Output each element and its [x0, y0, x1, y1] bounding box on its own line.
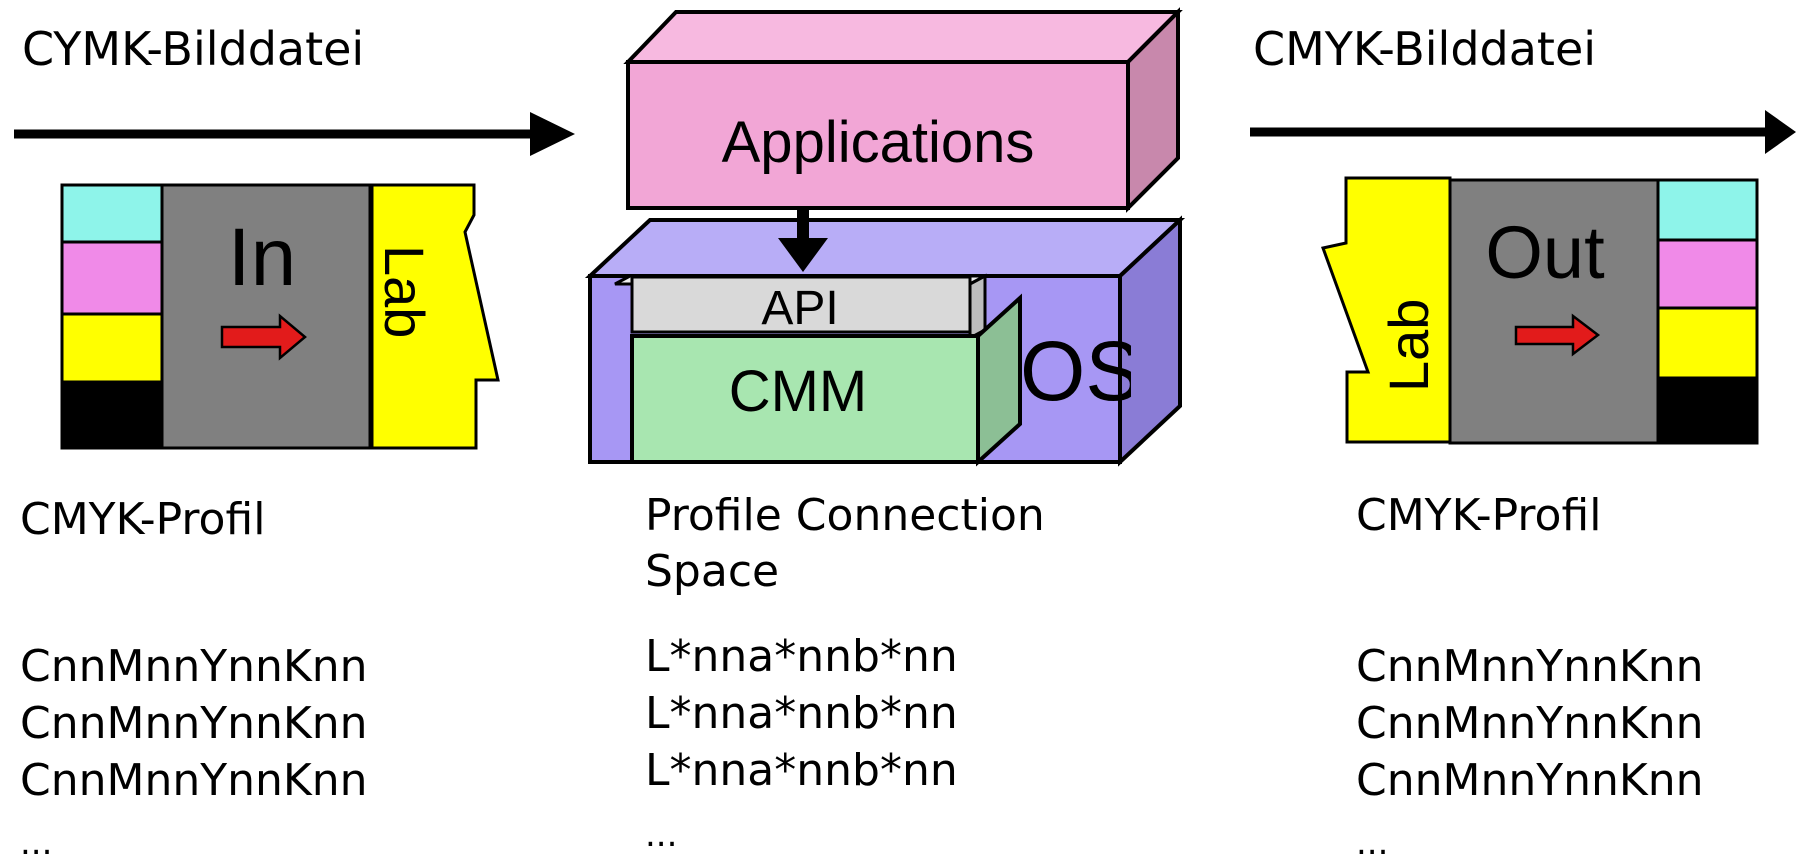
os-label: OS — [1020, 324, 1141, 418]
input-lab-tab — [370, 183, 500, 450]
output-magenta-swatch — [1656, 238, 1759, 310]
api-slab — [614, 273, 987, 341]
cmm-label: CMM — [729, 359, 868, 424]
left-profile-label: CMYK-Profil — [20, 494, 266, 545]
center-data-rows: L*nna*nnb*nn L*nna*nnb*nn L*nna*nnb*nn — [645, 628, 958, 799]
left-data-rows: CnnMnnYnnKnn CnnMnnYnnKnn CnnMnnYnnKnn — [20, 638, 368, 809]
applications-to-api-arrow — [778, 205, 828, 272]
yellow-swatch — [60, 312, 164, 384]
list-item: CnnMnnYnnKnn — [20, 641, 368, 692]
list-item: L*nna*nnb*nn — [645, 631, 958, 682]
cyan-swatch — [60, 183, 164, 244]
output-direction-arrow — [1514, 313, 1601, 357]
output-device-box — [1448, 178, 1660, 445]
list-item: CnnMnnYnnKnn — [1356, 755, 1704, 806]
list-item: CnnMnnYnnKnn — [20, 755, 368, 806]
input-direction-arrow — [220, 313, 307, 361]
applications-label: Applications — [722, 110, 1035, 175]
list-item: CnnMnnYnnKnn — [1356, 641, 1704, 692]
input-device-label: In — [228, 212, 296, 303]
list-item: CnnMnnYnnKnn — [20, 698, 368, 749]
left-ellipsis: ... — [20, 823, 53, 863]
list-item: CnnMnnYnnKnn — [1356, 698, 1704, 749]
output-black-swatch — [1656, 376, 1759, 445]
input-device-box — [160, 183, 372, 450]
left-flow-arrow — [14, 112, 575, 156]
list-item: L*nna*nnb*nn — [645, 688, 958, 739]
right-data-rows: CnnMnnYnnKnn CnnMnnYnnKnn CnnMnnYnnKnn — [1356, 638, 1704, 809]
right-flow-arrow — [1250, 110, 1796, 154]
pcs-label-line1: Profile Connection — [645, 490, 1045, 541]
pcs-label-line2: Space — [645, 546, 780, 597]
input-lab-label: Lab — [373, 245, 436, 338]
right-file-title: CMYK-Bilddatei — [1253, 22, 1597, 76]
right-profile-label: CMYK-Profil — [1356, 490, 1602, 541]
list-item: L*nna*nnb*nn — [645, 745, 958, 796]
magenta-swatch — [60, 240, 164, 316]
output-profile-graphic — [1321, 176, 1759, 445]
input-profile-graphic — [60, 183, 500, 450]
applications-box — [623, 7, 1183, 213]
output-device-label: Out — [1485, 211, 1605, 294]
output-cyan-swatch — [1656, 178, 1759, 242]
cmm-box — [630, 293, 1022, 467]
output-yellow-swatch — [1656, 306, 1759, 380]
right-ellipsis: ... — [1356, 823, 1389, 863]
output-lab-label: Lab — [1377, 299, 1440, 392]
api-label: API — [761, 282, 838, 335]
black-swatch — [60, 380, 164, 450]
center-ellipsis: ... — [645, 815, 678, 855]
left-file-title: CYMK-Bilddatei — [22, 22, 365, 76]
